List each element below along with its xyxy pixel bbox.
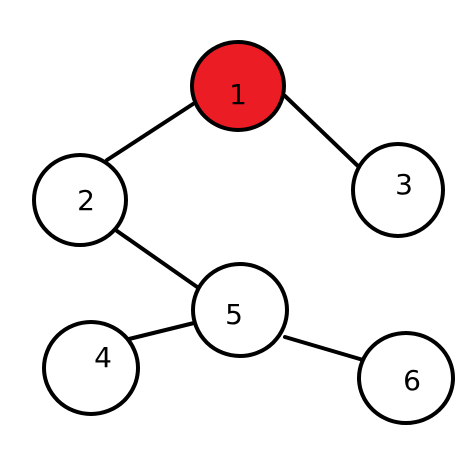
node-1-circle <box>190 40 286 132</box>
edge-1-2 <box>105 102 195 162</box>
node-3-circle <box>351 142 445 238</box>
edge-5-6 <box>283 335 372 364</box>
nodes-layer: 1 2 3 4 5 6 <box>32 40 455 425</box>
node-4-circle <box>42 320 140 416</box>
node-2-circle <box>32 153 128 247</box>
edge-1-3 <box>283 94 362 170</box>
node-2-label: 2 <box>77 184 95 217</box>
edges-layer <box>105 94 372 364</box>
node-5-circle <box>191 262 289 358</box>
edge-2-5 <box>115 229 202 291</box>
node-3-label: 3 <box>395 168 413 201</box>
node-6: 6 <box>357 331 455 425</box>
node-5-label: 5 <box>225 298 243 331</box>
node-4: 4 <box>42 320 140 416</box>
node-3: 3 <box>351 142 445 238</box>
node-4-label: 4 <box>94 341 112 374</box>
node-1: 1 <box>190 40 286 132</box>
node-2: 2 <box>32 153 128 247</box>
node-5: 5 <box>191 262 289 358</box>
node-1-label: 1 <box>229 78 247 111</box>
edge-5-4 <box>127 321 196 341</box>
node-6-circle <box>357 331 455 425</box>
node-6-label: 6 <box>403 364 421 397</box>
